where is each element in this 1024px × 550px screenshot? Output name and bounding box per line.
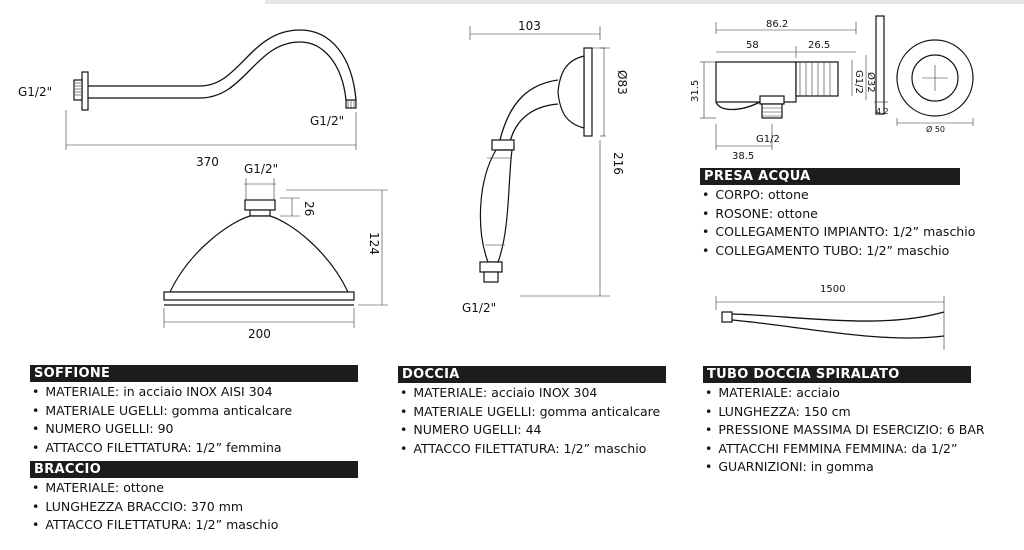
head-diameter-label: 200 xyxy=(248,327,271,341)
list-item: ATTACCHI FEMMINA FEMMINA: da 1/2” xyxy=(703,440,971,459)
arm-thread-label: G1/2" xyxy=(18,85,52,99)
outlet-bottom-label: 38.5 xyxy=(732,151,754,162)
hose-length-label: 1500 xyxy=(820,284,845,295)
outlet-thread-g-label: G1/2 xyxy=(853,70,864,94)
head-thread-label: G1/2" xyxy=(244,162,278,176)
doccia-list: MATERIALE: acciaio INOX 304 MATERIALE UG… xyxy=(398,384,666,458)
presa-acqua-list: CORPO: ottone ROSONE: ottone COLLEGAMENT… xyxy=(700,186,975,261)
hand-thread-label: G1/2" xyxy=(462,301,496,315)
head-connector-label: 26 xyxy=(302,201,316,216)
rosette-thickness-label: 4.2 xyxy=(876,107,889,116)
outlet-bore-label: Ø32 xyxy=(865,72,877,93)
soffione-list: MATERIALE: in acciaio INOX AISI 304 MATE… xyxy=(30,383,358,457)
braccio-title: BRACCIO xyxy=(30,461,358,478)
water-outlet-drawing: 86.2 58 26.5 G1/2 Ø32 31.5 G1/2 38.5 4.2… xyxy=(690,15,974,162)
list-item: LUNGHEZZA BRACCIO: 370 mm xyxy=(30,498,358,517)
hand-diameter-label: Ø83 xyxy=(615,70,629,95)
list-item: LUNGHEZZA: 150 cm xyxy=(703,403,971,422)
list-item: MATERIALE: in acciaio INOX AISI 304 xyxy=(30,383,358,402)
hose-drawing: 1500 xyxy=(715,284,945,350)
list-item: NUMERO UGELLI: 90 xyxy=(30,420,358,439)
list-item: PRESSIONE MASSIMA DI ESERCIZIO: 6 BAR xyxy=(703,421,984,440)
list-item: COLLEGAMENTO IMPIANTO: 1/2” maschio xyxy=(700,223,975,242)
outlet-height-label: 31.5 xyxy=(690,80,701,102)
list-item: MATERIALE: acciaio xyxy=(703,384,971,403)
hand-width-label: 103 xyxy=(518,19,541,33)
arm-outlet-thread-label: G1/2" xyxy=(310,114,344,128)
list-item: COLLEGAMENTO TUBO: 1/2” maschio xyxy=(700,242,960,261)
arm-length-label: 370 xyxy=(196,155,219,169)
list-item: MATERIALE: ottone xyxy=(30,479,358,498)
hand-length-label: 216 xyxy=(611,152,625,175)
list-item: ATTACCO FILETTATURA: 1/2” maschio xyxy=(398,440,666,459)
head-height-label: 124 xyxy=(367,232,381,255)
list-item: MATERIALE UGELLI: gomma anticalcare xyxy=(30,402,358,421)
list-item: CORPO: ottone xyxy=(700,186,960,205)
tubo-title: TUBO DOCCIA SPIRALATO xyxy=(703,366,971,383)
presa-acqua-title: PRESA ACQUA xyxy=(700,168,960,185)
hand-shower-drawing: 103 Ø83 216 G1/2" xyxy=(462,19,629,315)
section-braccio: BRACCIO MATERIALE: ottone LUNGHEZZA BRAC… xyxy=(30,461,358,535)
braccio-list: MATERIALE: ottone LUNGHEZZA BRACCIO: 370… xyxy=(30,479,358,535)
technical-drawings: G1/2" G1/2" 370 G1/2" 26 124 200 xyxy=(18,15,974,350)
list-item: MATERIALE UGELLI: gomma anticalcare xyxy=(398,403,666,422)
list-item: ROSONE: ottone xyxy=(700,205,960,224)
soffione-title: SOFFIONE xyxy=(30,365,358,382)
section-doccia: DOCCIA MATERIALE: acciaio INOX 304 MATER… xyxy=(398,366,666,458)
outlet-body-label: 58 xyxy=(746,40,759,51)
list-item: GUARNIZIONI: in gomma xyxy=(703,458,971,477)
shower-arm-drawing: G1/2" G1/2" 370 xyxy=(18,29,357,169)
outlet-total-label: 86.2 xyxy=(766,19,788,30)
section-presa-acqua: PRESA ACQUA CORPO: ottone ROSONE: ottone… xyxy=(700,168,975,261)
list-item: MATERIALE: acciaio INOX 304 xyxy=(398,384,666,403)
doccia-title: DOCCIA xyxy=(398,366,666,383)
outlet-bottom-thread-label: G1/2 xyxy=(756,134,780,145)
section-soffione: SOFFIONE MATERIALE: in acciaio INOX AISI… xyxy=(30,365,358,457)
list-item: NUMERO UGELLI: 44 xyxy=(398,421,666,440)
list-item: ATTACCO FILETTATURA: 1/2” maschio xyxy=(30,516,358,535)
list-item: ATTACCO FILETTATURA: 1/2” femmina xyxy=(30,439,358,458)
rosette-diameter-label: Ø 50 xyxy=(926,124,945,134)
section-tubo: TUBO DOCCIA SPIRALATO MATERIALE: acciaio… xyxy=(703,366,985,477)
outlet-thread-length-label: 26.5 xyxy=(808,40,830,51)
top-divider xyxy=(265,0,1024,4)
tubo-list: MATERIALE: acciaio LUNGHEZZA: 150 cm PRE… xyxy=(703,384,984,477)
shower-head-drawing: G1/2" 26 124 200 xyxy=(163,162,388,341)
